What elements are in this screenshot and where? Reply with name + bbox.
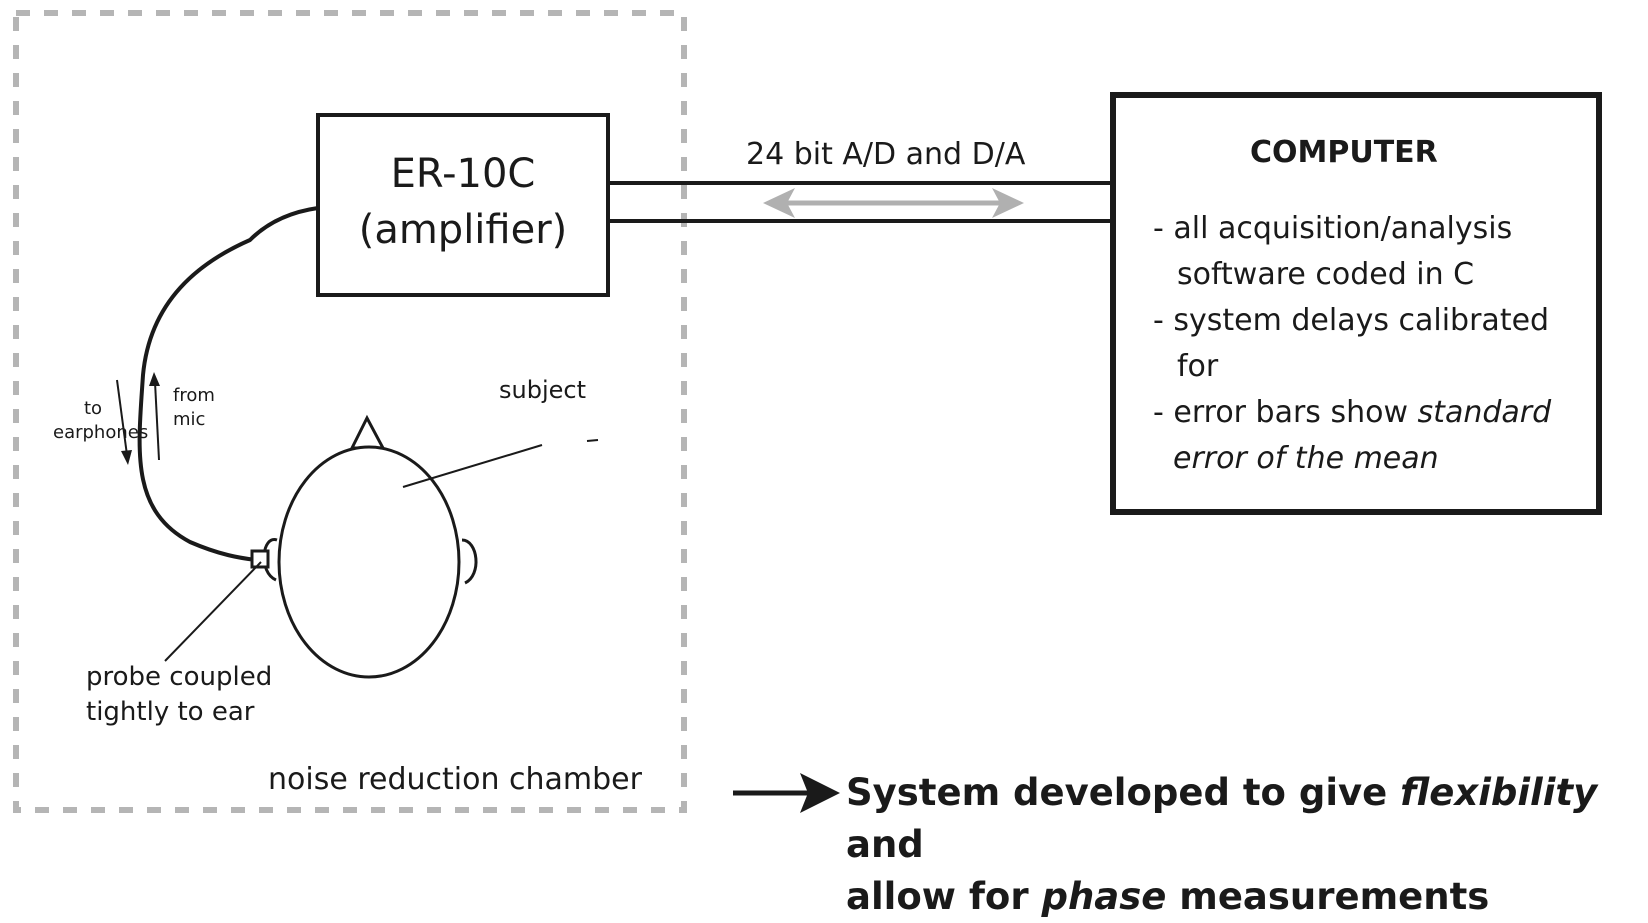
conclusion-italic1: flexibility: [1400, 771, 1598, 814]
to-earphones-arrow-icon: [116, 379, 132, 465]
computer-title: COMPUTER: [1250, 135, 1438, 170]
bullet-text: system delays calibrated: [1173, 303, 1550, 338]
subject-label: subject: [499, 376, 586, 404]
computer-box: [1110, 92, 1602, 515]
from-mic-label: from mic: [173, 384, 215, 432]
bullet-text-cont-italic: error of the mean: [1173, 441, 1439, 476]
bidirectional-arrow-icon: [763, 188, 1024, 218]
from-mic-line2: mic: [173, 409, 206, 430]
conclusion-part4: measurements: [1166, 875, 1490, 918]
conclusion-italic2: phase: [1041, 875, 1167, 918]
probe-line2: tightly to ear: [86, 697, 255, 727]
probe-label: probe coupled tightly to ear: [86, 660, 272, 730]
ear-probe-icon: [250, 549, 270, 569]
to-earphones-line2: earphones: [53, 422, 149, 443]
bullet-text: error bars show: [1173, 395, 1418, 430]
conclusion-part2: and: [846, 823, 924, 866]
bullet-text: all acquisition/analysis: [1173, 211, 1513, 246]
noise-chamber-border: [13, 10, 687, 813]
bullet-text-italic: standard: [1417, 395, 1552, 430]
probe-leader-line: [164, 561, 262, 662]
amplifier-subtitle: (amplifier): [358, 207, 568, 253]
conclusion-part1: System developed to give: [846, 771, 1401, 814]
to-earphones-label: to earphones: [53, 397, 148, 445]
amplifier-name: ER-10C: [390, 151, 536, 197]
probe-line1: probe coupled: [86, 662, 273, 692]
computer-bullet-1: - all acquisition/analysis software code…: [1153, 206, 1512, 298]
conclusion-arrow-icon: [733, 773, 840, 813]
computer-bullet-2: - system delays calibrated for: [1153, 298, 1549, 390]
bullet-text-cont: software coded in C: [1177, 257, 1475, 292]
to-earphones-line1: to: [83, 398, 103, 419]
link-label: 24 bit A/D and D/A: [746, 137, 1026, 172]
from-mic-line1: from: [173, 385, 215, 406]
subject-leader-line: [402, 444, 543, 488]
from-mic-arrow-icon: [149, 372, 160, 461]
computer-bullet-3: - error bars show standard error of the …: [1153, 390, 1551, 482]
conclusion-part3: allow for: [846, 875, 1042, 918]
bullet-text-cont: for: [1177, 349, 1219, 384]
conclusion-text: System developed to give flexibility and…: [846, 767, 1646, 923]
bullet-dash: -: [1153, 303, 1174, 338]
subject-leader-tick: [586, 439, 599, 442]
bullet-dash: -: [1153, 211, 1174, 246]
chamber-label: noise reduction chamber: [268, 762, 642, 797]
diagram-canvas: [13, 10, 1602, 813]
subject-head-icon: [262, 414, 478, 679]
amplifier-box: [316, 113, 610, 297]
probe-cable: [137, 206, 319, 562]
bullet-dash: -: [1153, 395, 1174, 430]
